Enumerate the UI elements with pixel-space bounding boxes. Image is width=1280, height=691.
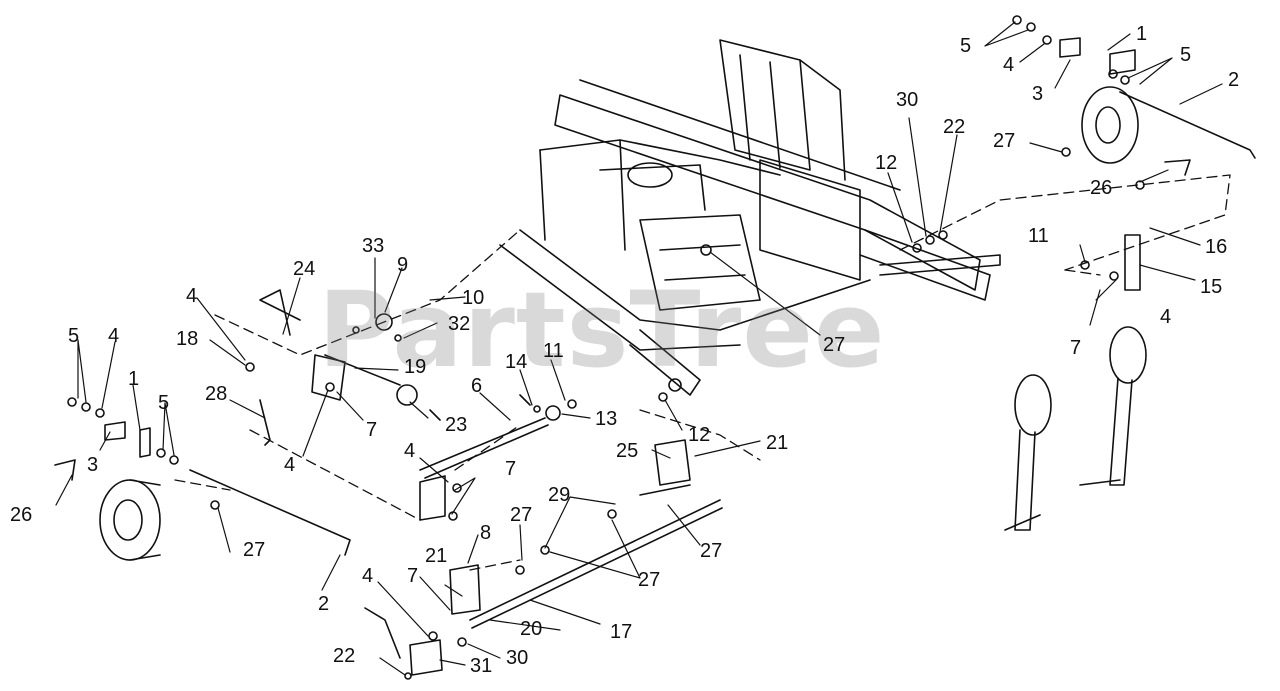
callout-26: 26 [10, 504, 33, 526]
callout-27: 27 [243, 539, 266, 561]
callout-5: 5 [960, 35, 972, 57]
callout-7: 7 [505, 458, 517, 480]
callout-24: 24 [293, 258, 316, 280]
frame-assembly [499, 39, 1001, 396]
callout-13: 13 [595, 408, 618, 430]
callout-16: 16 [1205, 236, 1228, 258]
rods [189, 91, 1256, 629]
callout-7: 7 [366, 419, 378, 441]
callout-4: 4 [362, 565, 374, 587]
callout-4: 4 [404, 440, 416, 462]
callout-21: 21 [425, 545, 448, 567]
callout-31: 31 [470, 655, 493, 677]
left-wheel [99, 479, 161, 561]
callout-4: 4 [284, 454, 296, 476]
callout-21: 21 [766, 432, 789, 454]
callout-32: 32 [448, 313, 471, 335]
callout-27: 27 [700, 540, 723, 562]
callout-3: 3 [1032, 83, 1044, 105]
callout-4: 4 [186, 285, 198, 307]
callout-9: 9 [397, 254, 409, 276]
callout-3: 3 [87, 454, 99, 476]
callout-11: 11 [543, 340, 564, 362]
callout-8: 8 [480, 522, 492, 544]
callout-18: 18 [176, 328, 199, 350]
callout-2: 2 [1228, 69, 1240, 91]
callout-28: 28 [205, 383, 228, 405]
callout-4: 4 [108, 325, 120, 347]
callout-27: 27 [638, 569, 661, 591]
callout-17: 17 [610, 621, 633, 643]
callout-5: 5 [68, 325, 80, 347]
callout-12: 12 [688, 424, 711, 446]
callout-leaders [55, 21, 1223, 676]
callout-30: 30 [506, 647, 529, 669]
callout-22: 22 [943, 116, 966, 138]
callout-1: 1 [1136, 23, 1148, 45]
callout-5: 5 [158, 392, 170, 414]
callout-19: 19 [404, 356, 427, 378]
callout-25: 25 [616, 440, 639, 462]
callout-27: 27 [993, 130, 1016, 152]
callout-1: 1 [128, 368, 140, 390]
callout-15: 15 [1200, 276, 1223, 298]
callout-23: 23 [445, 414, 468, 436]
callout-30: 30 [896, 89, 919, 111]
washers [67, 15, 1145, 680]
callout-29: 29 [548, 484, 571, 506]
callout-22: 22 [333, 645, 356, 667]
callout-33: 33 [362, 235, 385, 257]
callout-6: 6 [471, 375, 483, 397]
callout-2: 2 [318, 593, 330, 615]
callout-10: 10 [462, 287, 485, 309]
callout-4: 4 [1160, 306, 1172, 328]
leader-lines [174, 174, 1231, 571]
parts-tree-watermark: PartsTree [318, 269, 886, 391]
right-wheel [1081, 86, 1139, 164]
callout-5: 5 [1180, 44, 1192, 66]
callout-7: 7 [407, 565, 419, 587]
callout-26: 26 [1090, 177, 1113, 199]
callout-4: 4 [1003, 54, 1015, 76]
callout-12: 12 [875, 152, 898, 174]
callout-27: 27 [510, 504, 533, 526]
callout-27: 27 [823, 334, 846, 356]
small-parts [54, 37, 1191, 676]
callout-11: 11 [1028, 225, 1049, 247]
levers [1004, 234, 1147, 531]
callout-7: 7 [1070, 337, 1082, 359]
callout-14: 14 [505, 351, 528, 373]
callout-20: 20 [520, 618, 543, 640]
